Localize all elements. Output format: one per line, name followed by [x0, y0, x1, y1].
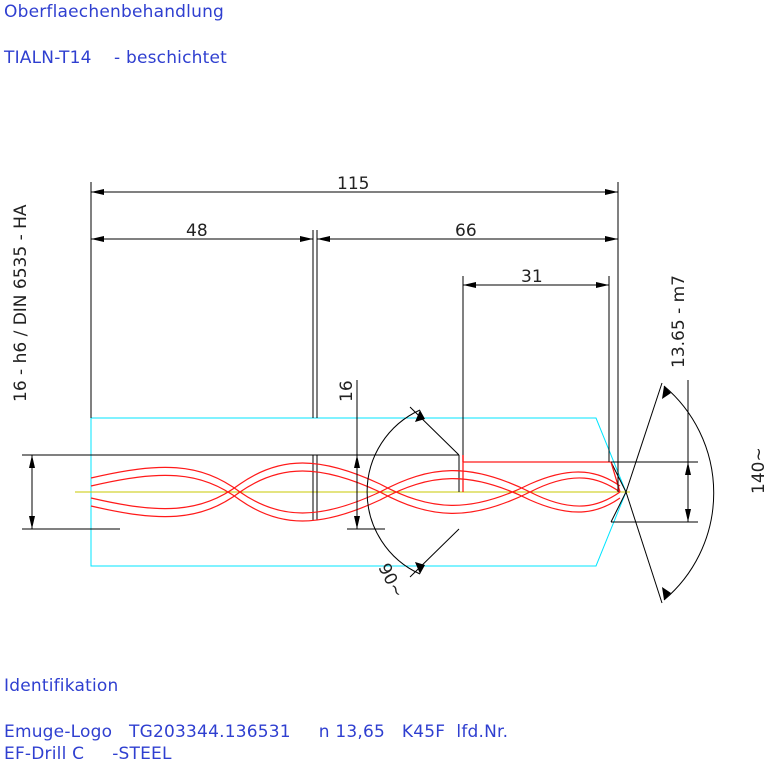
surface-treatment-label: Oberflaechenbehandlung: [4, 2, 225, 22]
dim-total-length: 115: [337, 174, 369, 194]
helix-flutes: [90, 462, 621, 522]
dim-tip-diameter: 13.65 - m7: [669, 275, 689, 368]
fluted-section: [462, 455, 621, 493]
angle-tip: 140~: [749, 447, 767, 494]
identification-line-2: EF-Drill C -STEEL: [4, 744, 172, 764]
dim-step-length: 31: [521, 267, 543, 287]
dim-shank-length: 48: [186, 221, 208, 241]
shank-spec: 16 - h6 / DIN 6535 - HA: [11, 204, 31, 402]
identification-label: Identifikation: [4, 676, 119, 696]
dim-flute-length: 66: [455, 221, 477, 241]
dimension-arrows: [29, 189, 691, 600]
dim-shank-diameter: 16: [337, 380, 357, 402]
coating-spec: TIALN-T14 - beschichtet: [4, 48, 228, 68]
stock-outline: [90, 417, 627, 567]
dimension-lines: [22, 182, 715, 604]
identification-line-1: Emuge-Logo TG203344.136531 n 13,65 K45F …: [4, 722, 509, 742]
